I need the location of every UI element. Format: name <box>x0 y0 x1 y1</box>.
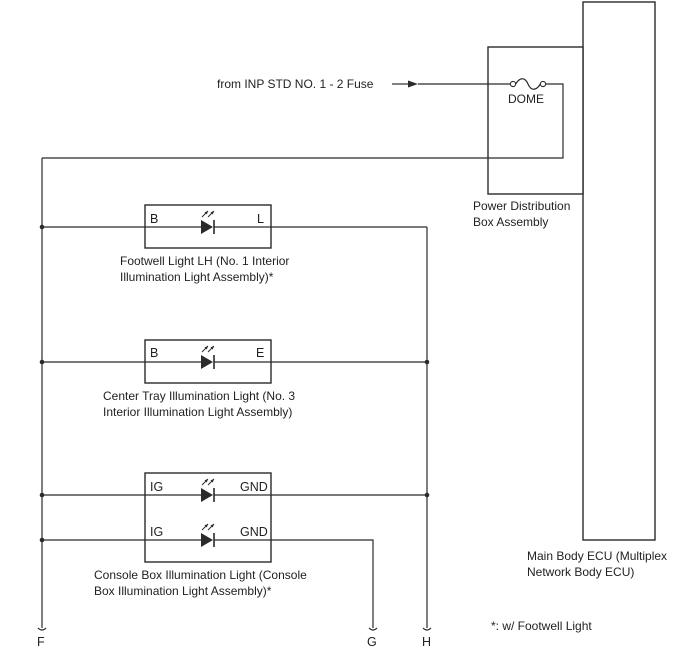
terminal-h-label: H <box>422 635 431 649</box>
footnote: *: w/ Footwell Light <box>491 619 592 633</box>
led-icon <box>145 523 271 547</box>
ecu-label-line1: Main Body ECU (Multiplex <box>527 549 667 563</box>
ecu-label-line2: Network Body ECU) <box>527 565 634 579</box>
center-tray-label-line1: Center Tray Illumination Light (No. 3 <box>103 389 295 403</box>
console-row2-pin-ig: IG <box>150 525 163 539</box>
fuse-label: DOME <box>508 92 544 106</box>
terminal-f-connector-icon <box>37 627 47 631</box>
footwell-label-line2: Illumination Light Assembly)* <box>120 270 274 284</box>
center-tray-pin-e: E <box>256 346 264 360</box>
footwell-pin-b: B <box>150 212 158 226</box>
terminal-h-connector-icon <box>422 627 432 631</box>
fuse-output-wire <box>42 83 564 159</box>
junction-dot <box>39 224 45 230</box>
terminal-g-label: G <box>367 635 377 649</box>
center-tray-pin-b: B <box>150 346 158 360</box>
dome-fuse-icon <box>509 78 547 90</box>
power-box-label-line1: Power Distribution <box>473 199 570 213</box>
console-row1-pin-ig: IG <box>150 480 163 494</box>
junction-dot <box>424 492 430 498</box>
fuse-source-label: from INP STD NO. 1 - 2 Fuse <box>217 77 374 91</box>
led-icon <box>145 210 271 234</box>
footwell-label-line1: Footwell Light LH (No. 1 Interior <box>120 254 289 268</box>
led-icon <box>145 478 271 502</box>
junction-dot <box>424 359 430 365</box>
terminal-g-connector-icon <box>368 627 378 631</box>
power-box-label-line2: Box Assembly <box>473 215 548 229</box>
footwell-pin-l: L <box>257 212 264 226</box>
main-body-ecu-block <box>582 1 656 541</box>
console-label-line2: Box Illumination Light Assembly)* <box>94 584 272 598</box>
console-label-line1: Console Box Illumination Light (Console <box>94 568 307 582</box>
console-box-light-box <box>144 472 272 563</box>
power-distribution-box <box>487 46 584 195</box>
console-row2-right-wire <box>271 539 374 628</box>
console-row2-pin-gnd: GND <box>240 525 268 539</box>
junction-dot <box>39 537 45 543</box>
center-tray-label-line2: Interior Illumination Light Assembly) <box>103 405 292 419</box>
terminal-f-label: F <box>37 635 45 649</box>
junction-dot <box>39 359 45 365</box>
junction-dot <box>39 492 45 498</box>
led-icon <box>145 345 271 369</box>
source-arrow-head <box>408 80 418 88</box>
console-row1-pin-gnd: GND <box>240 480 268 494</box>
